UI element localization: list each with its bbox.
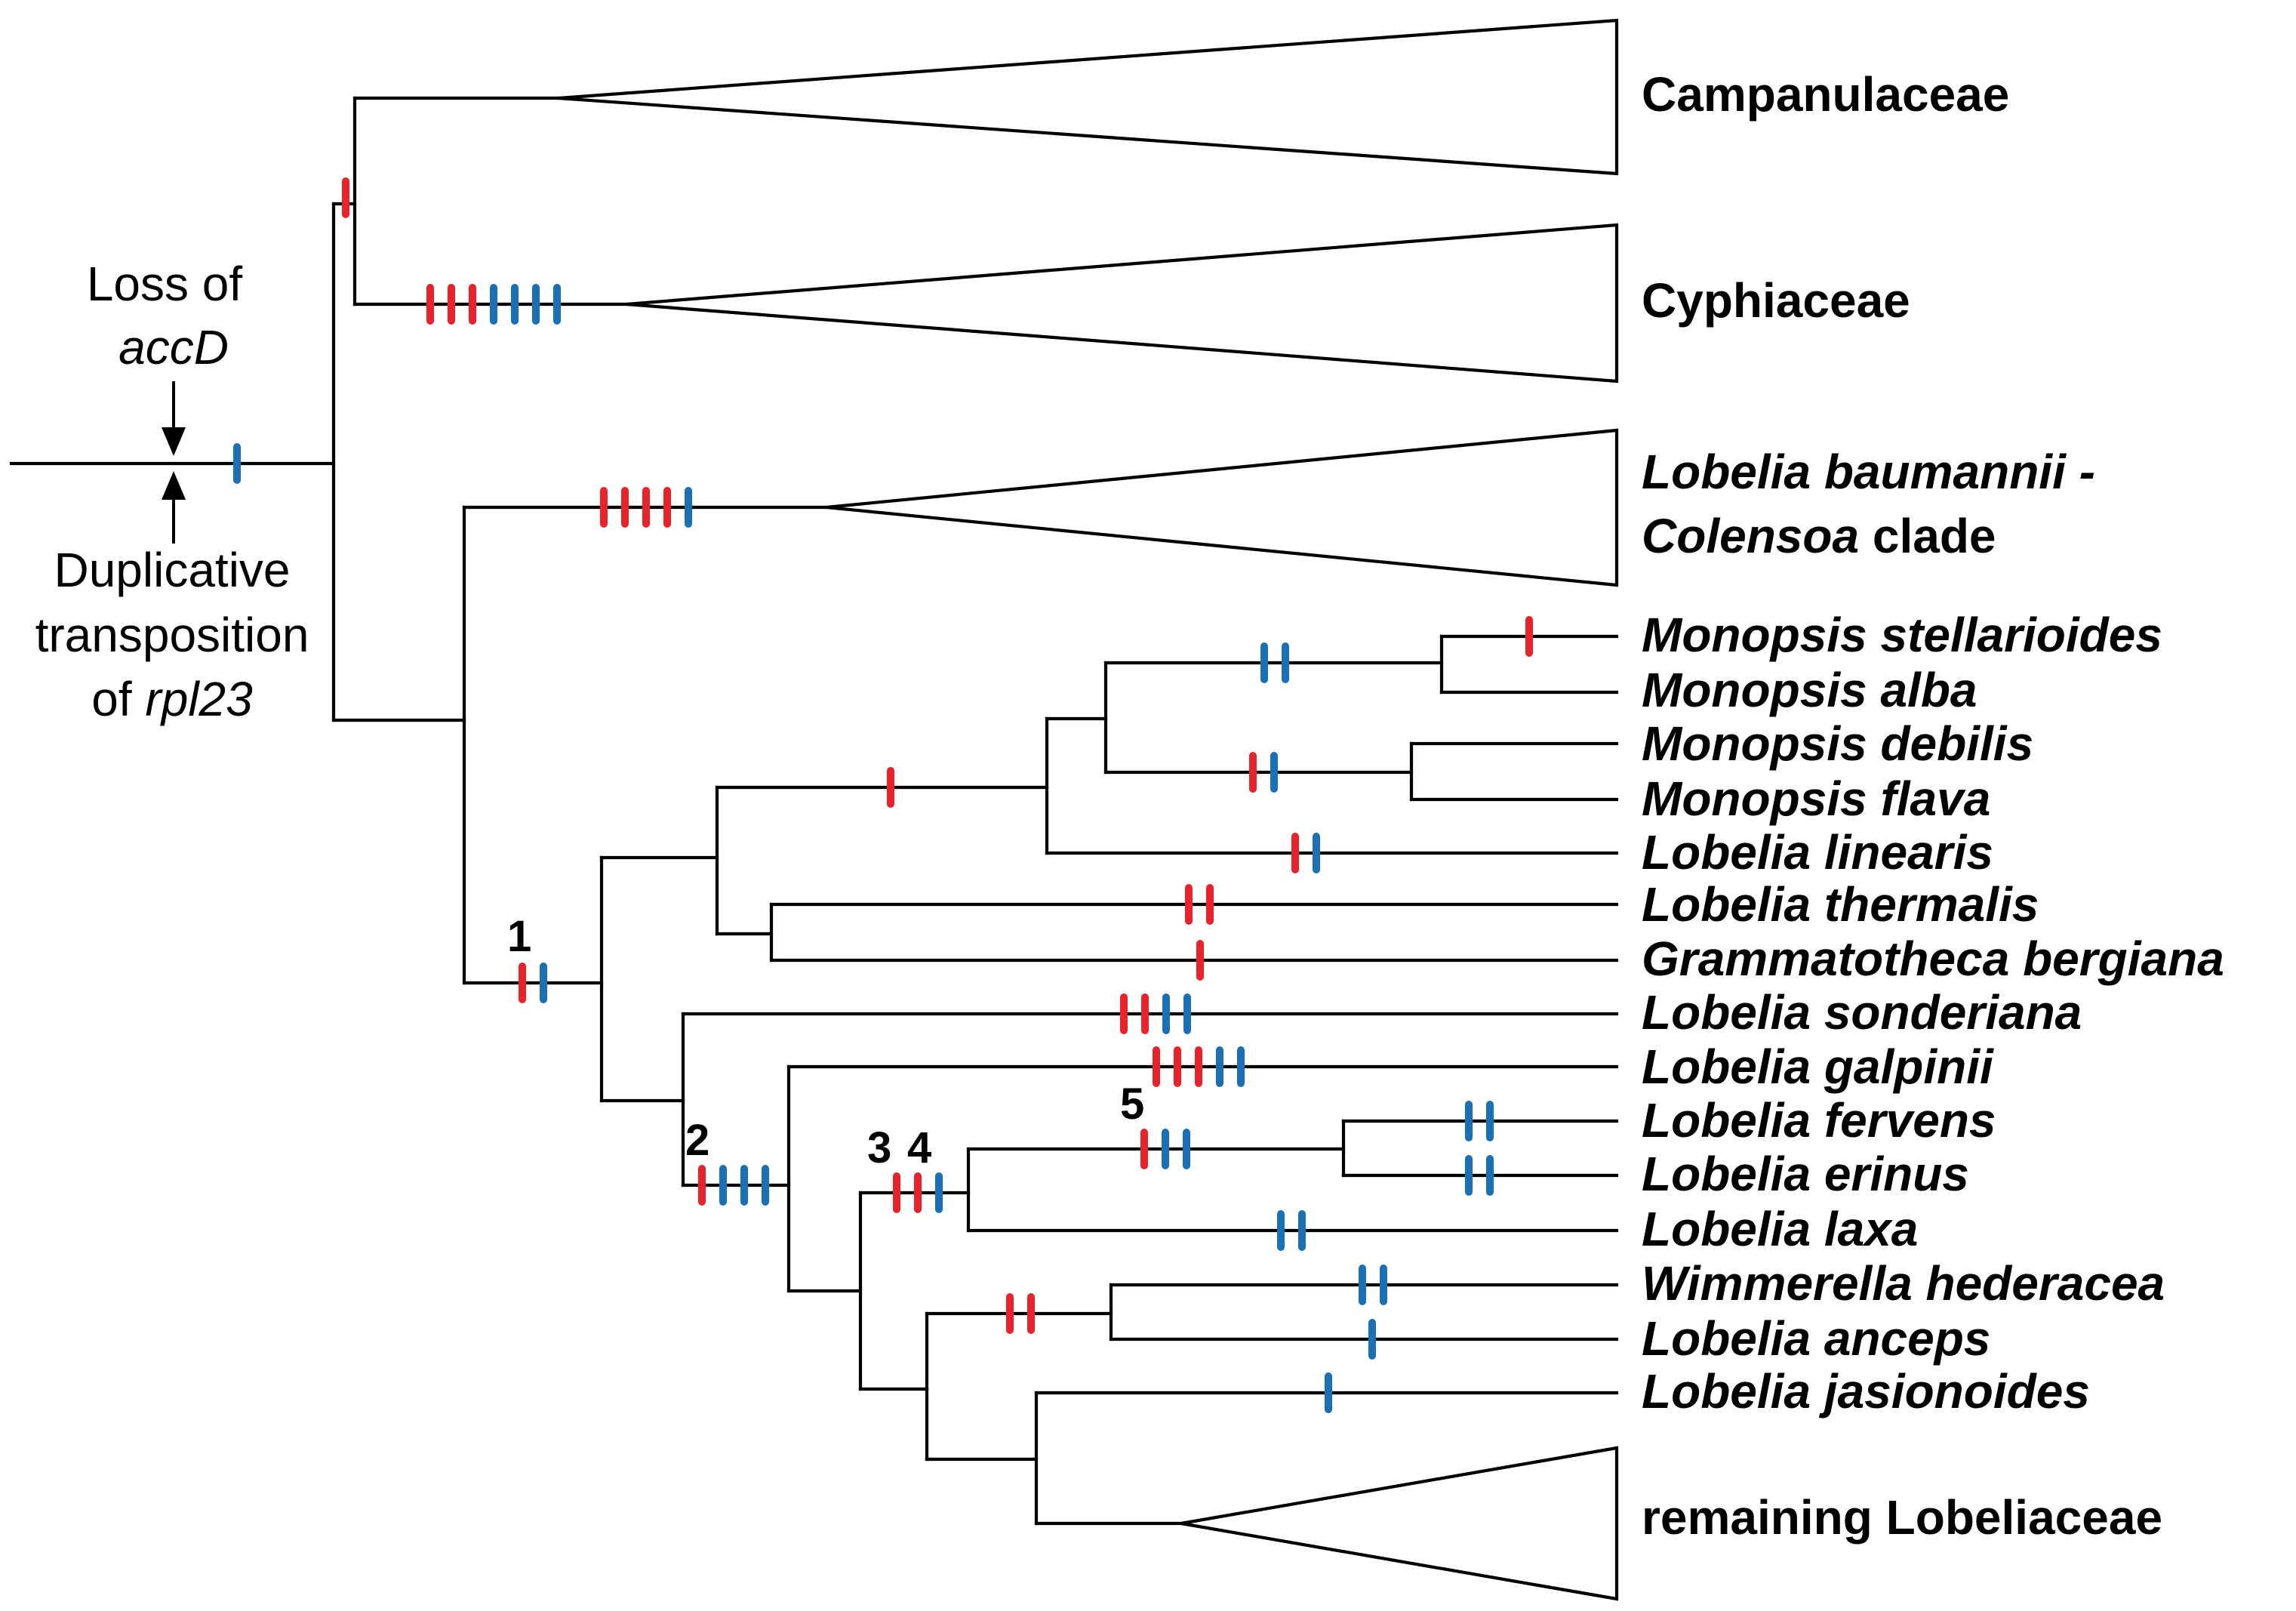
loss-gene-label: accD: [118, 320, 229, 374]
taxon-label: Lobelia sonderiana: [1642, 985, 2082, 1040]
baumannii-triangle: [826, 428, 1619, 587]
taxon-label: Monopsis alba: [1642, 663, 1977, 717]
up-arrow-head: [162, 471, 186, 500]
remaining-triangle: [1180, 1446, 1619, 1601]
dup-label-2: transposition: [35, 608, 309, 662]
clade-label-remaining: remaining Lobeliaceae: [1642, 1490, 2162, 1545]
taxon-labels: Monopsis stellarioides Monopsis alba Mon…: [1642, 608, 2224, 1418]
loss-label: Loss of: [87, 257, 243, 311]
taxon-label: Lobelia erinus: [1642, 1147, 1969, 1201]
taxon-label: Lobelia jasionoides: [1642, 1364, 2090, 1418]
node-label-2: 2: [685, 1116, 709, 1165]
colensoa-clade: clade: [1859, 509, 1996, 563]
collapsed-clades: [558, 18, 1619, 1601]
campanulaceae-triangle: [558, 18, 1619, 176]
clade-label-colensoa: Colensoa clade: [1642, 509, 1996, 563]
taxon-label: Lobelia galpinii: [1642, 1040, 1994, 1094]
taxon-label: Monopsis flava: [1642, 772, 1990, 826]
taxon-label: Lobelia thermalis: [1642, 877, 2039, 932]
clade-label-cyphiaceae: Cyphiaceae: [1642, 273, 1910, 328]
dup-gene: rpl23: [145, 672, 253, 726]
annotations: Loss of accD Duplicative transposition o…: [35, 257, 309, 726]
taxon-label: Lobelia fervens: [1642, 1093, 1996, 1147]
clade-label-campanulaceae: Campanulaceae: [1642, 67, 2009, 122]
clade-labels: Campanulaceae Cyphiaceae Lobelia baumann…: [1642, 67, 2162, 1545]
event-ticks: [233, 177, 1533, 1413]
node-label-3: 3: [867, 1123, 891, 1172]
taxon-label: Wimmerella hederacea: [1642, 1256, 2165, 1311]
tree-branches: [9, 96, 1619, 1526]
dup-prefix: of: [91, 672, 145, 726]
annotation-arrows: [162, 381, 186, 544]
taxon-label: Lobelia linearis: [1642, 825, 1993, 879]
taxon-label: Lobelia anceps: [1642, 1311, 1990, 1366]
node-label-1: 1: [507, 912, 531, 961]
taxon-label: Monopsis debilis: [1642, 716, 2033, 771]
taxon-label: Grammatotheca bergiana: [1642, 932, 2224, 986]
cyphiaceae-triangle: [626, 223, 1619, 383]
colensoa-italic: Colensoa: [1642, 509, 1859, 563]
node-label-5: 5: [1120, 1080, 1144, 1129]
node-numbers: 1 2 3 4 5: [507, 912, 1144, 1172]
clade-label-baumannii: Lobelia baumannii -: [1642, 445, 2095, 499]
taxon-label: Monopsis stellarioides: [1642, 608, 2162, 662]
taxon-label: Lobelia laxa: [1642, 1202, 1918, 1256]
node-label-4: 4: [907, 1123, 931, 1172]
down-arrow-head: [162, 427, 186, 456]
dup-label-3: of rpl23: [91, 672, 253, 726]
dup-label-1: Duplicative: [54, 543, 290, 597]
